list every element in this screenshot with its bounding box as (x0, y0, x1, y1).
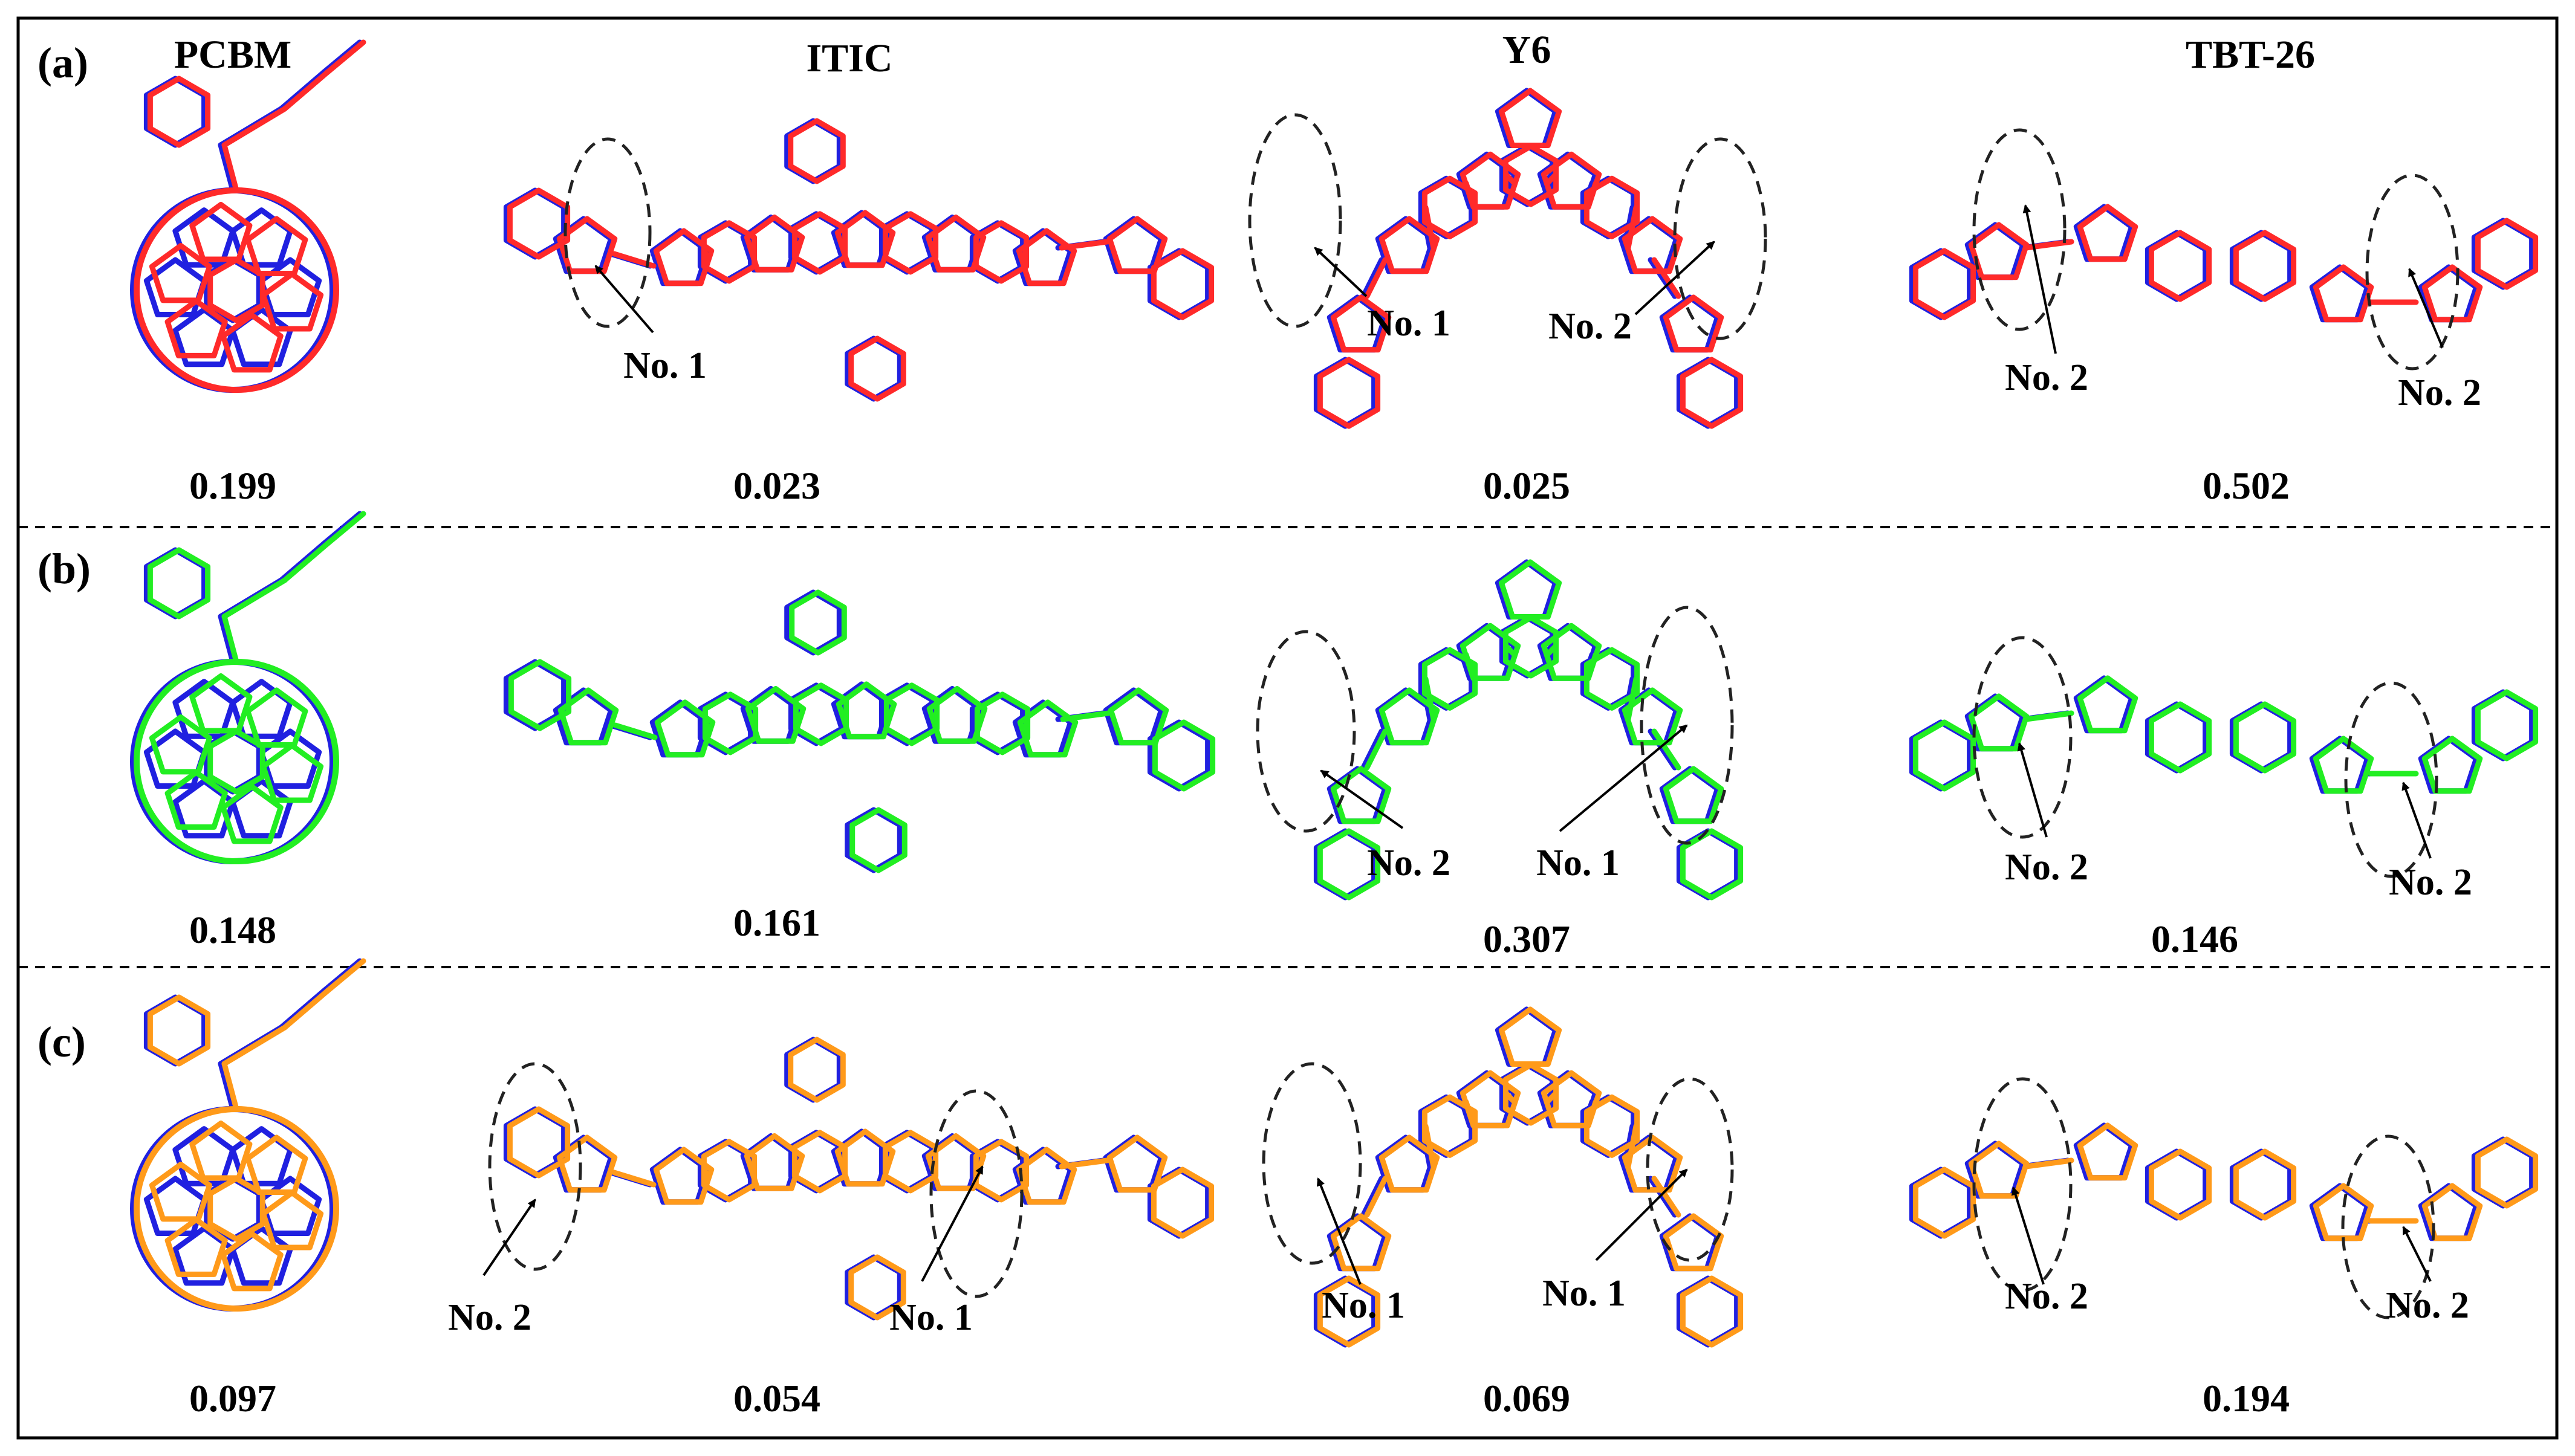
ring-a-tbt-1 (1972, 128, 2067, 331)
arrow-a-y6-1 (1314, 247, 1368, 297)
value-b-tbt26: 0.146 (2151, 917, 2238, 960)
ring-c-itic-2 (929, 1089, 1024, 1298)
arrow-c-tbt-2 (2402, 1226, 2432, 1282)
value-b-pcbm: 0.148 (189, 908, 276, 951)
ann-c-itic-1: No. 2 (448, 1297, 531, 1338)
overlay-a-y6 (1313, 88, 1744, 429)
arrow-a-itic (594, 265, 654, 334)
arrow-c-y6-1 (1316, 1177, 1362, 1285)
arrow-b-tbt-1 (2017, 742, 2048, 838)
header-tbt26: TBT-26 (2186, 33, 2315, 77)
header-pcbm: PCBM (174, 33, 291, 77)
ring-b-y6-2 (1640, 606, 1734, 845)
ring-b-tbt-2 (2344, 681, 2438, 878)
arrow-c-itic-2 (921, 1165, 984, 1282)
ring-a-y6-2 (1673, 137, 1767, 340)
figure-frame (16, 16, 2559, 1440)
overlay-a-pcbm (130, 39, 366, 393)
value-b-y6: 0.307 (1483, 917, 1570, 960)
ann-c-tbt-1: No. 2 (2005, 1276, 2088, 1317)
arrow-c-tbt-1 (2011, 1186, 2045, 1285)
value-c-y6: 0.069 (1483, 1377, 1570, 1420)
overlay-b-y6 (1313, 559, 1744, 901)
overlay-a-tbt26 (1909, 204, 2539, 323)
value-a-y6: 0.025 (1483, 464, 1570, 507)
ring-b-y6-1 (1256, 630, 1356, 833)
arrow-b-y6-2 (1559, 724, 1688, 832)
ann-a-tbt-1: No. 2 (2005, 357, 2088, 398)
panel-label-b: (b) (37, 545, 91, 593)
arrow-a-y6-2 (1634, 241, 1715, 315)
ann-b-tbt-2: No. 2 (2389, 862, 2472, 903)
overlay-c-y6 (1313, 1006, 1744, 1348)
arrow-c-y6-2 (1595, 1168, 1688, 1261)
ann-a-itic: No. 1 (623, 345, 707, 386)
overlay-c-itic (503, 1037, 1215, 1321)
ring-c-tbt-2 (2341, 1134, 2435, 1319)
ring-c-tbt-1 (1972, 1077, 2073, 1292)
value-c-itic: 0.054 (733, 1377, 820, 1420)
panel-label-a: (a) (37, 39, 88, 87)
value-a-itic: 0.023 (733, 464, 820, 507)
overlay-c-tbt26 (1909, 1122, 2539, 1241)
ring-c-y6-2 (1646, 1077, 1734, 1262)
ann-b-tbt-1: No. 2 (2005, 847, 2088, 888)
ring-a-y6-1 (1248, 113, 1342, 328)
ring-c-itic-1 (488, 1062, 582, 1271)
header-itic: ITIC (806, 36, 892, 80)
value-b-itic: 0.161 (733, 901, 820, 944)
ann-a-y6-2: No. 2 (1548, 306, 1632, 347)
ann-c-itic-2: No. 1 (889, 1297, 973, 1338)
ring-c-y6-1 (1262, 1062, 1362, 1265)
arrow-a-tbt-2 (2408, 268, 2444, 348)
ann-c-tbt-2: No. 2 (2386, 1285, 2469, 1326)
panel-label-c: (c) (37, 1018, 86, 1066)
value-a-pcbm: 0.199 (189, 464, 276, 507)
ann-c-y6-1: No. 1 (1322, 1285, 1405, 1326)
ring-b-tbt-1 (1972, 636, 2073, 839)
annotation-arrows (482, 204, 2444, 1285)
ann-b-y6-2: No. 1 (1536, 843, 1620, 884)
overlay-a-itic (503, 118, 1215, 402)
overlay-b-pcbm (130, 511, 366, 864)
ring-a-tbt-2 (2365, 173, 2460, 370)
arrow-b-tbt-2 (2401, 781, 2432, 859)
overlay-b-tbt26 (1909, 675, 2539, 794)
ann-c-y6-2: No. 1 (1542, 1273, 1626, 1314)
ann-a-y6-1: No. 1 (1367, 303, 1450, 344)
ann-b-y6-1: No. 2 (1367, 843, 1450, 884)
ring-a-itic (563, 137, 652, 328)
header-y6: Y6 (1502, 28, 1551, 72)
molecule-overlays (130, 39, 2539, 1348)
value-c-tbt26: 0.194 (2203, 1377, 2290, 1420)
value-a-tbt26: 0.502 (2203, 464, 2290, 507)
overlay-b-itic (503, 589, 1216, 873)
arrow-b-y6-1 (1320, 769, 1404, 829)
arrow-a-tbt-1 (2022, 204, 2057, 354)
value-c-pcbm: 0.097 (189, 1377, 276, 1420)
highlight-rings (488, 113, 2460, 1319)
ann-a-tbt-2: No. 2 (2398, 372, 2481, 413)
arrow-c-itic-1 (482, 1199, 536, 1276)
overlay-c-pcbm (130, 958, 366, 1312)
